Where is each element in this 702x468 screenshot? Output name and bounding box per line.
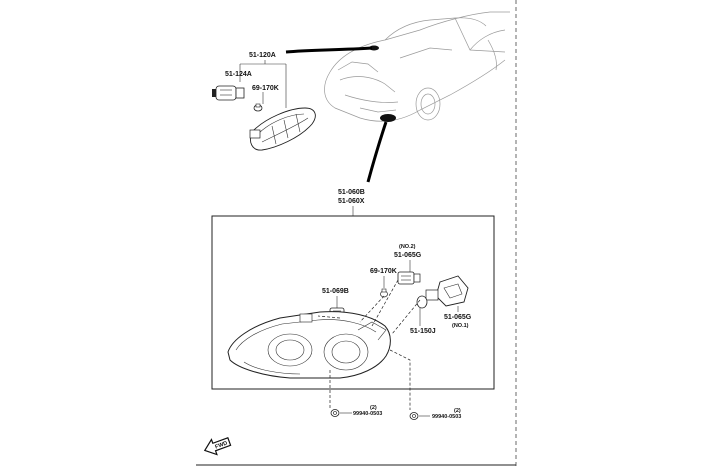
svg-text:FWD: FWD	[214, 441, 228, 451]
callout-no1-note: (NO.1)	[452, 323, 469, 329]
headlamp-unit	[227, 311, 391, 379]
socket-no2	[397, 271, 421, 285]
explode-line-2	[359, 295, 385, 323]
explode-line-3	[391, 299, 421, 335]
socket-upper	[212, 85, 245, 101]
callout-nut-left-qty: (2)	[370, 405, 377, 411]
callout-99940-0503-right: 99940-0503	[432, 414, 461, 420]
callout-69-170k-lower: 69-170K	[370, 268, 397, 275]
callout-51-120a: 51-120A	[249, 52, 276, 59]
car-outline-icon	[324, 11, 510, 122]
callout-99940-0503-left: 99940-0503	[353, 411, 382, 417]
callout-51-060b: 51-060B	[338, 189, 365, 196]
callout-51-150j: 51-150J	[410, 328, 436, 335]
explode-line-6	[389, 349, 411, 410]
fwd-arrow-icon: FWD	[203, 437, 232, 456]
callout-no2-note: (NO.2)	[399, 244, 416, 250]
headlamp-exploded-box	[211, 215, 495, 390]
side-marker-lens	[249, 107, 316, 151]
callout-51-065g-no2: 51-065G	[394, 252, 422, 259]
callout-69-170k-upper: 69-170K	[252, 85, 279, 92]
callout-51-069b: 51-069B	[322, 288, 349, 295]
callout-51-065g-no1: 51-065G	[444, 314, 472, 321]
callout-nut-right-qty: (2)	[454, 408, 461, 414]
callout-51-060x: 51-060X	[338, 198, 365, 205]
explode-line-1	[317, 315, 341, 319]
leader-thick-lower	[366, 121, 388, 183]
bulb-small	[380, 288, 388, 298]
leader-thick-upper	[285, 46, 373, 54]
explode-line-4	[371, 279, 399, 327]
nut-left	[330, 409, 340, 417]
callout-51-124a: 51-124A	[225, 71, 252, 78]
socket-no1	[416, 275, 469, 309]
side-marker-assembly	[212, 60, 316, 151]
nut-right	[409, 412, 419, 420]
bulb-upper	[253, 103, 263, 112]
